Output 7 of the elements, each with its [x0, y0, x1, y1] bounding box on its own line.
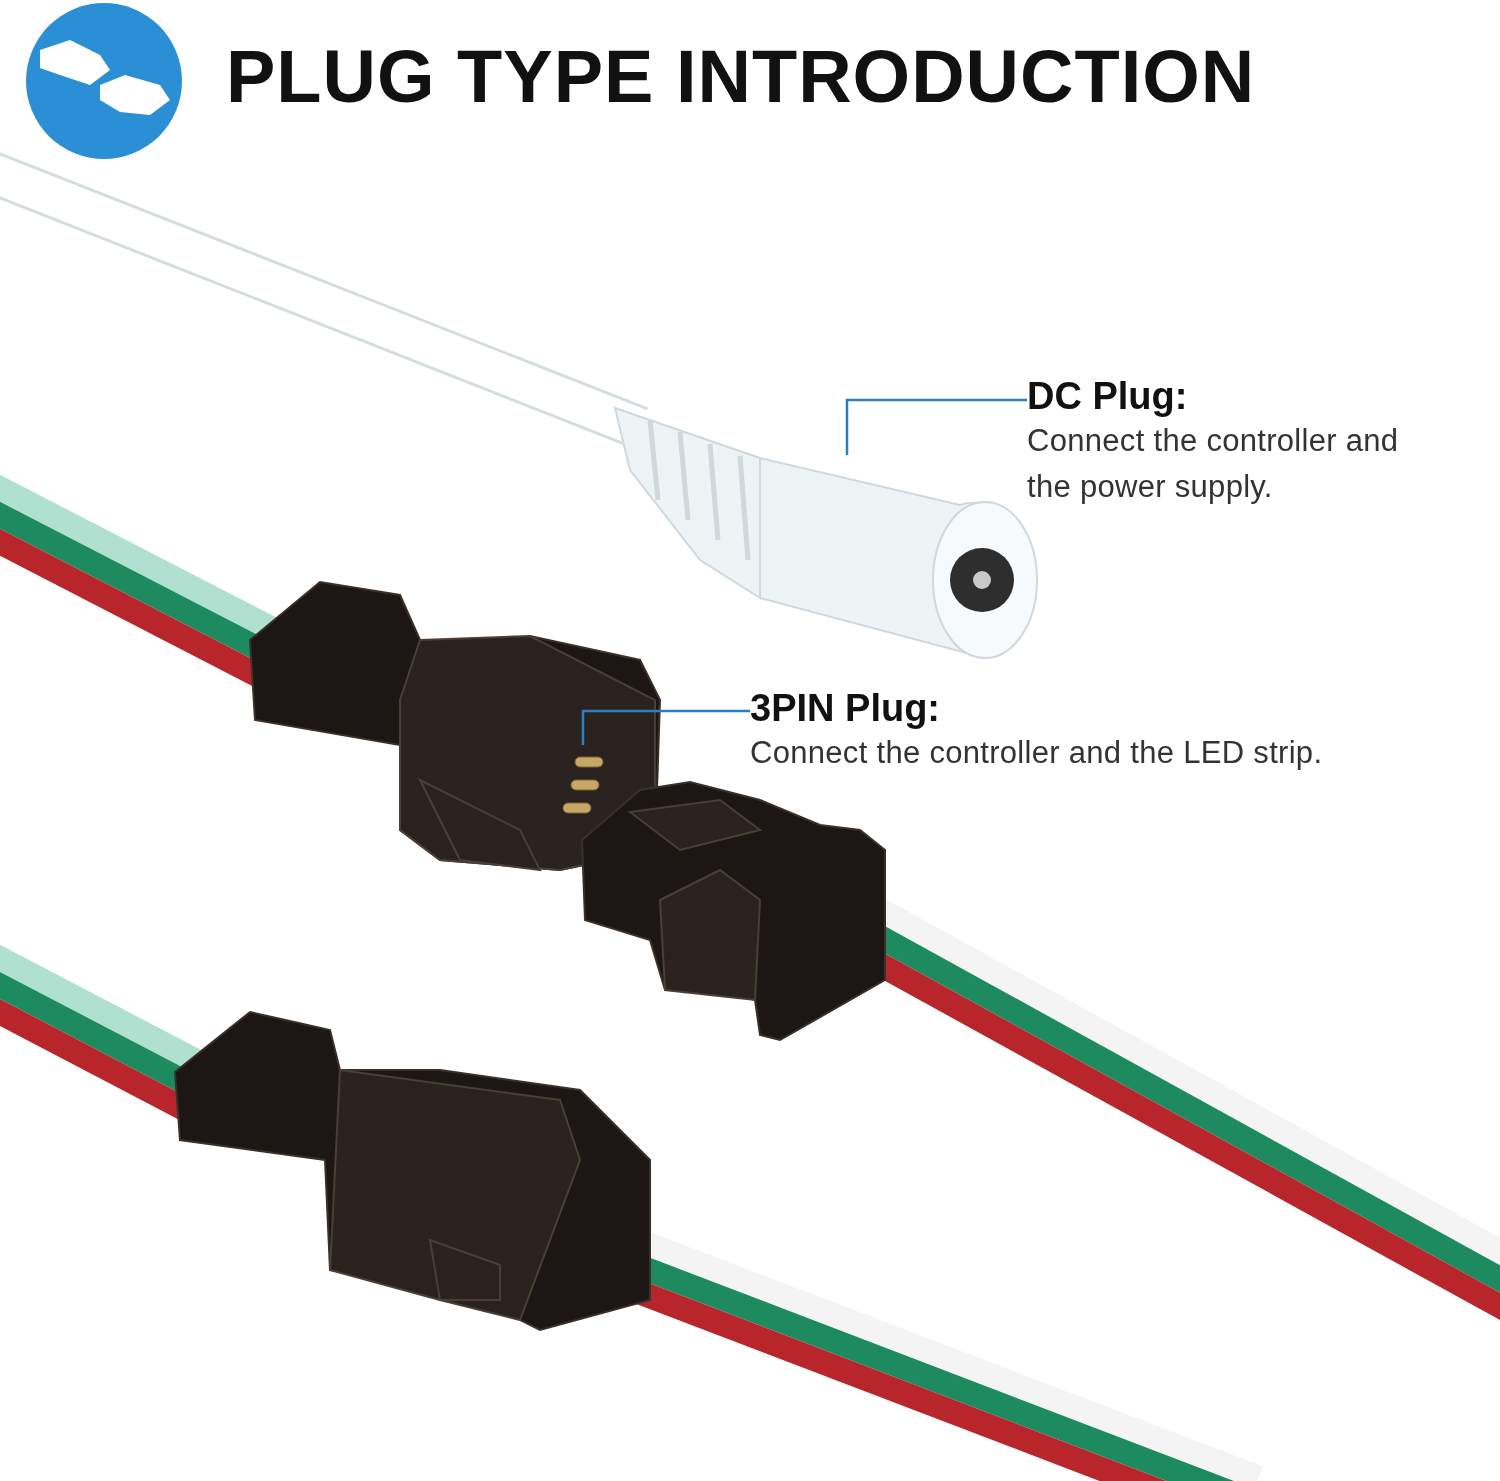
callout-heading: DC Plug: — [1027, 374, 1189, 418]
title: PLUG TYPE INTRODUCTION — [226, 34, 1256, 119]
leader-line — [581, 709, 750, 745]
callout-description: Connect the controller and the power supply. — [1027, 422, 1400, 506]
leader-line — [845, 398, 1027, 455]
callout-heading: 3PIN Plug: — [750, 686, 942, 730]
callout-description: Connect the controller and the LED strip. — [750, 734, 1324, 772]
